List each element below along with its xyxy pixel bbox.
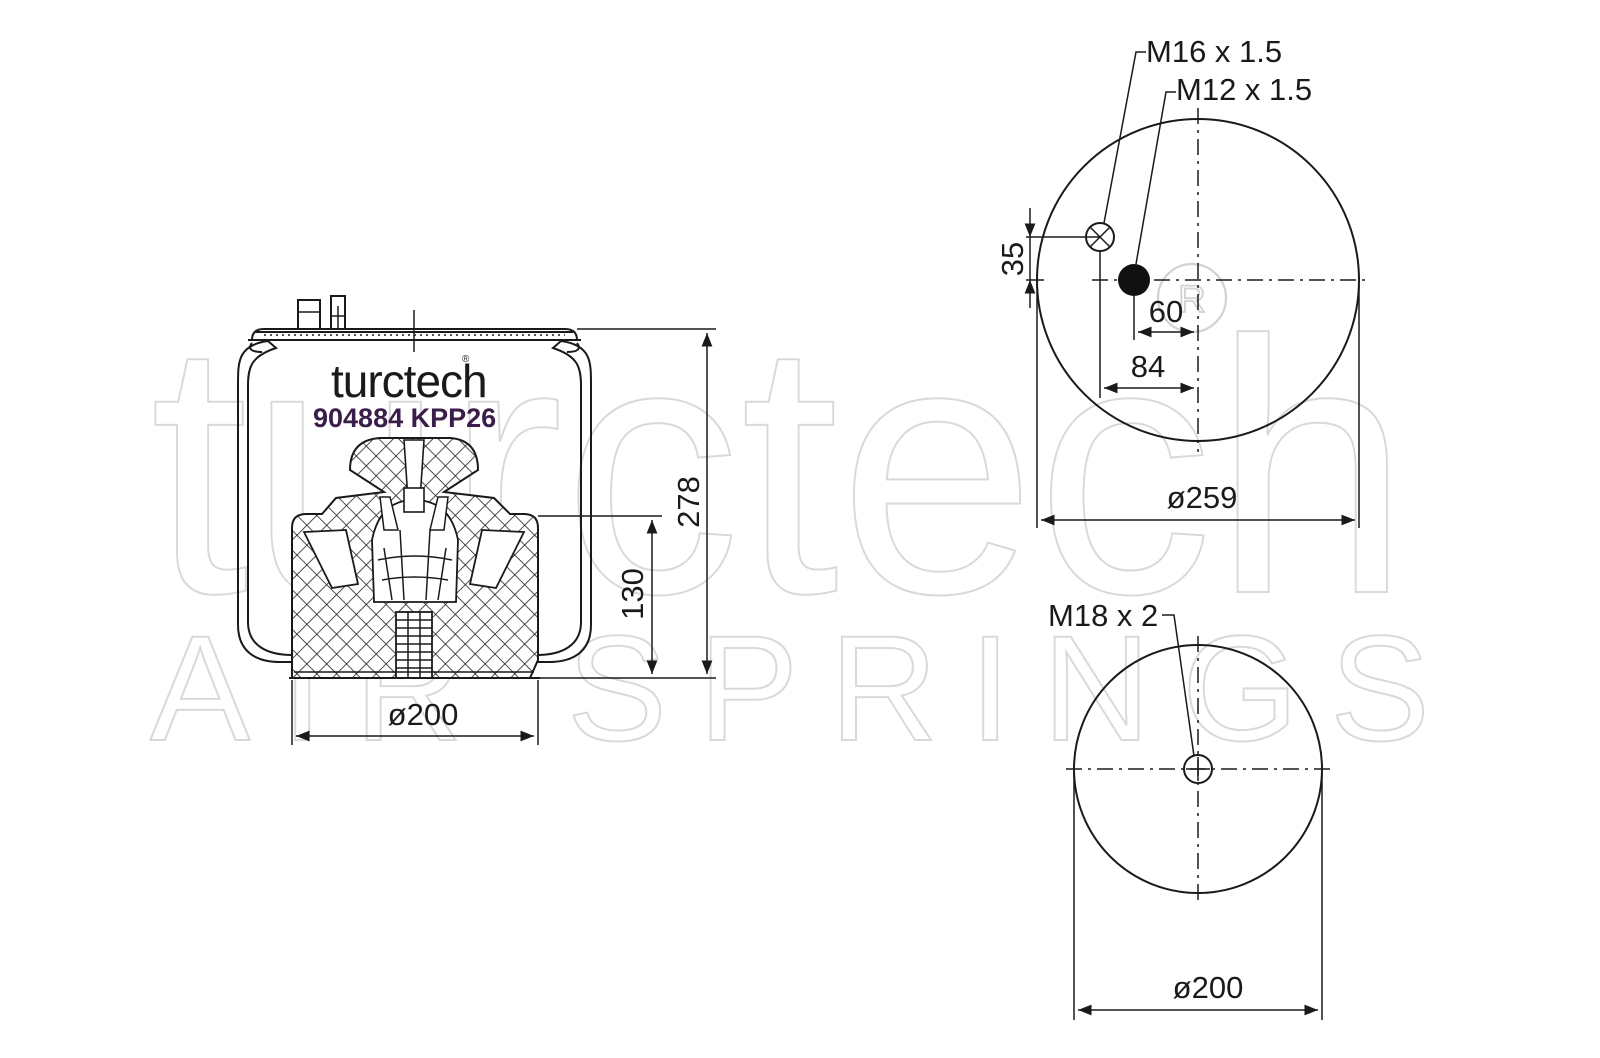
product-brand: turctech [331,355,487,407]
watermark: turctech AIR SPRINGS R [149,262,1431,773]
thread-m18-icon [1183,754,1213,784]
offset-60-label: 60 [1149,294,1183,329]
offset-35-label: 35 [995,242,1030,276]
height-piston-label: 130 [615,568,650,620]
dim-offset-35: 35 [995,208,1100,308]
top-view: M16 x 1.5 M12 x 1.5 35 60 84 [995,34,1370,528]
stud-left [297,299,321,330]
registered-icon: ® [462,354,470,365]
dim-top-diameter: ø259 [1036,284,1360,528]
dim-piston-diameter: ø200 [291,680,539,745]
port-m12-icon [1118,264,1150,296]
thread-m16-label: M16 x 1.5 [1146,34,1282,69]
svg-text:R: R [1178,279,1205,321]
dim-bottom-diameter: ø200 [1073,773,1323,1020]
leader-m12 [1135,91,1176,265]
piston-diameter-label: ø200 [388,697,459,732]
bottom-diameter-label: ø200 [1173,970,1244,1005]
top-diameter-label: ø259 [1167,480,1238,515]
leader-m16 [1103,51,1146,224]
leader-m18 [1162,614,1195,757]
dim-height-130: 130 [538,515,662,674]
bottom-view: M18 x 2 ø200 [1048,598,1330,1020]
dim-height-278: 278 [540,328,716,679]
side-view: turctech ® 904884 KPP26 278 130 ø200 [237,295,716,745]
height-total-label: 278 [671,476,706,528]
dim-offset-84: 84 [1099,251,1194,398]
thread-m12-label: M12 x 1.5 [1176,72,1312,107]
piston [289,437,540,679]
offset-84-label: 84 [1131,349,1165,384]
thread-m18-label: M18 x 2 [1048,598,1158,633]
dim-offset-60: 60 [1133,294,1194,340]
product-code: 904884 KPP26 [313,403,496,433]
